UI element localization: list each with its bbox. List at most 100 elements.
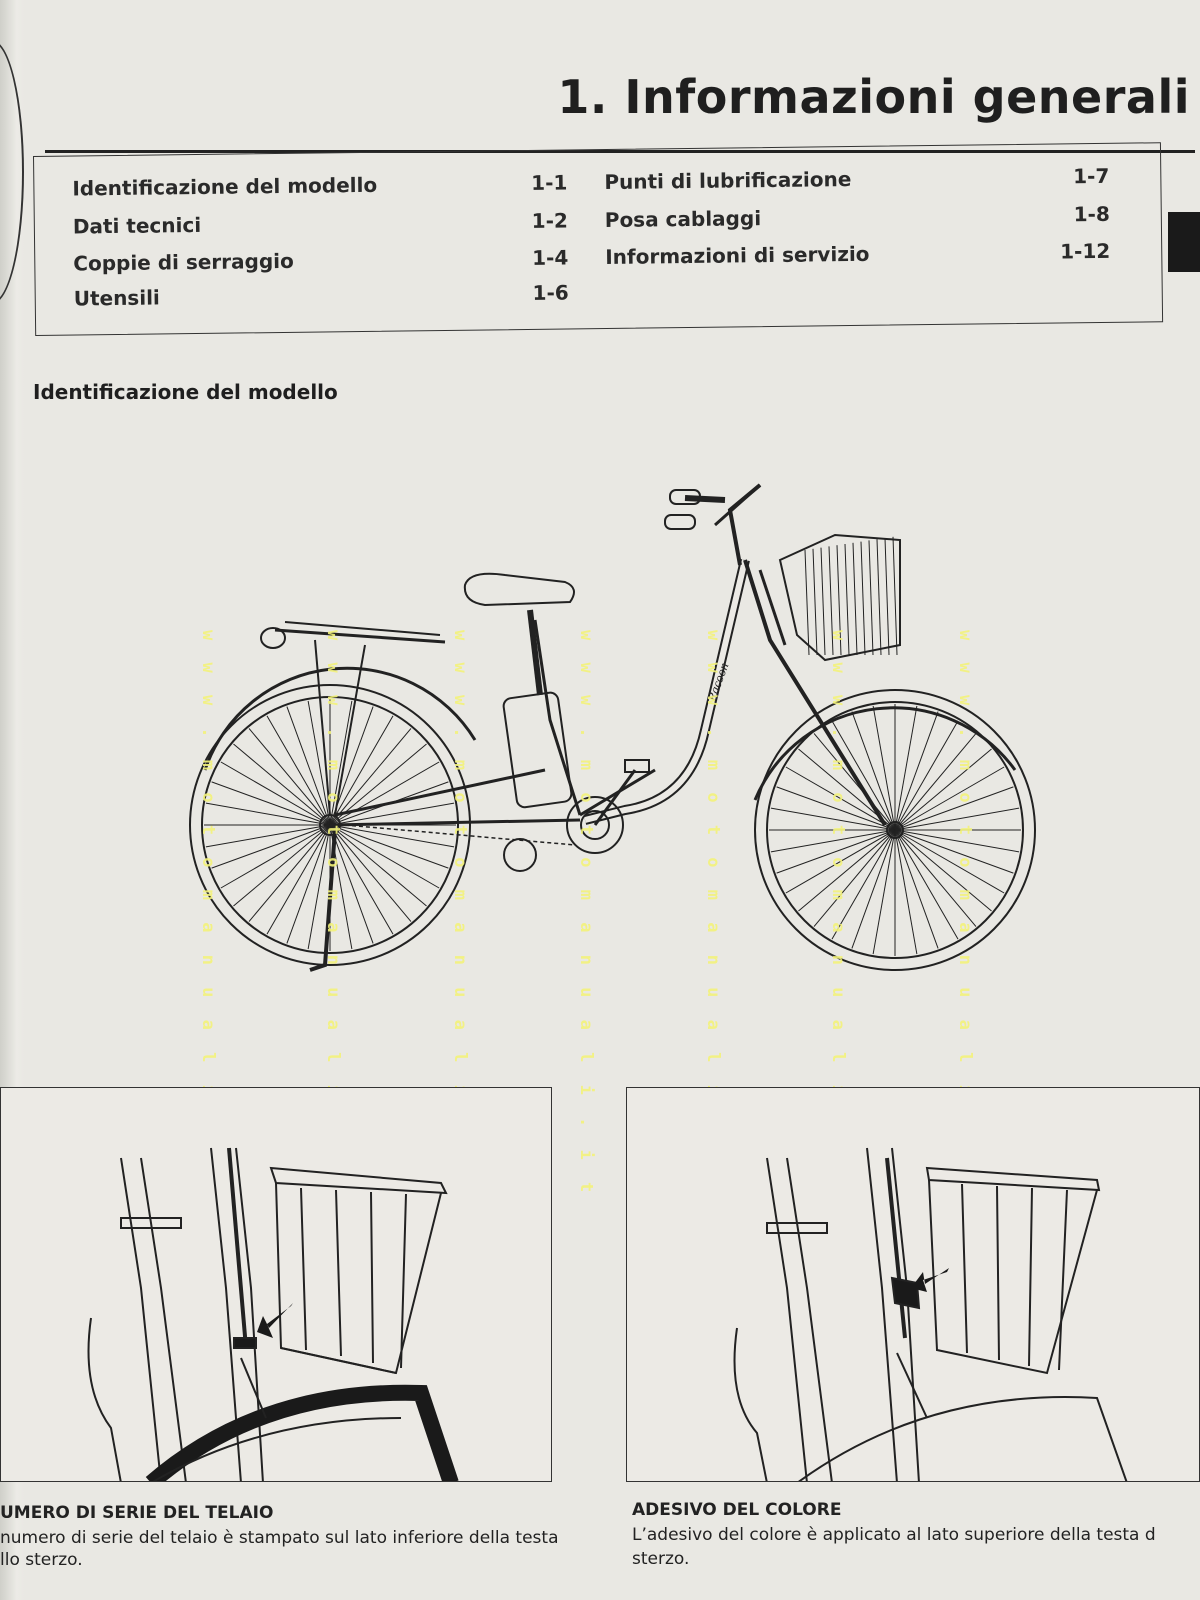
toc-page: 1-12 — [1060, 238, 1111, 264]
wheel-spoke — [894, 720, 959, 831]
watermark: w w w . m o t o m a n u a l i . i t — [703, 630, 723, 1199]
wheel-spoke — [894, 829, 918, 955]
wheel-spoke — [329, 824, 374, 944]
wheel-spoke — [894, 786, 1014, 831]
wheel-spoke — [894, 733, 977, 831]
color-sticker-illustration — [733, 1147, 1128, 1481]
serial-number-detail-panel — [0, 1087, 552, 1482]
toc-label: Informazioni di servizio — [605, 241, 870, 270]
wheel-spoke — [894, 829, 939, 949]
toc-label: Dati tecnici — [72, 212, 202, 239]
wheel-spoke — [894, 829, 1020, 853]
wheel-spoke — [329, 802, 455, 826]
wheel-spoke — [329, 824, 412, 922]
toc-page: 1-2 — [531, 208, 568, 233]
toc-label: Punti di lubrificazione — [604, 167, 852, 195]
basket-weave — [820, 547, 826, 656]
basket-weave — [860, 541, 866, 656]
wheel-spoke — [211, 781, 331, 826]
basket-weave — [868, 540, 874, 656]
wheel-spoke — [894, 766, 1005, 831]
basket-weave — [804, 549, 810, 656]
toc-page: 1-6 — [532, 280, 569, 305]
wheel-spoke — [894, 829, 959, 940]
wheel-spoke — [329, 761, 440, 826]
wheel-spoke — [248, 824, 331, 922]
watermark: w w w . m o t o m a n u a l i . i t — [955, 630, 975, 1199]
wheel-spoke — [831, 720, 896, 831]
watermark: w w w . m o t o m a n u a l i . i t — [323, 630, 343, 1199]
basket-weave — [892, 536, 898, 656]
wheel-spoke — [220, 824, 331, 889]
wheel-spoke — [266, 824, 331, 935]
wheel-spoke — [785, 766, 896, 831]
basket-weave — [876, 539, 882, 656]
watermark: w w w . m o t o m a n u a l i . i t — [828, 630, 848, 1199]
wheel-spoke — [329, 824, 427, 907]
toc-label: Identificazione del modello — [72, 172, 378, 201]
wheel-spoke — [329, 824, 449, 869]
wheel-spoke — [851, 829, 896, 949]
toc-item[interactable]: Informazioni di servizio 1-12 — [605, 239, 1110, 269]
toc-item[interactable]: Punti di lubrificazione 1-7 — [604, 164, 1109, 194]
wheel-spoke — [329, 824, 455, 848]
basket-weave — [844, 543, 850, 656]
wheel-spoke — [266, 715, 331, 826]
wheel-spoke — [248, 728, 331, 826]
wheel-spoke — [205, 824, 331, 848]
wheel-spoke — [894, 829, 992, 912]
wheel-spoke — [785, 829, 896, 894]
wheel-spoke — [894, 829, 977, 927]
wheel-spoke — [233, 743, 331, 826]
serial-number-caption-line: numero di serie del telaio è stampato su… — [0, 1528, 559, 1548]
watermark: w w w . m o t o m a n u a l i . i t — [450, 630, 470, 1199]
chapter-title: 1. Informazioni generali — [557, 70, 1190, 124]
wheel-spoke — [872, 829, 896, 955]
toc-item[interactable]: Posa cablaggi 1-8 — [605, 202, 1110, 232]
wheel-spoke — [813, 829, 896, 927]
wheel-spoke — [329, 700, 353, 826]
toc-item[interactable]: Identificazione del modello 1-1 — [72, 170, 567, 200]
toc-item[interactable]: Utensili 1-6 — [74, 280, 569, 310]
wheel-spoke — [894, 829, 1005, 894]
wheel-spoke — [329, 824, 394, 935]
serial-number-illustration — [87, 1147, 459, 1481]
basket-weave — [812, 548, 818, 656]
wheel-spoke — [798, 829, 896, 912]
color-sticker-caption-title: ADESIVO DEL COLORE — [632, 1500, 842, 1520]
wheel-spoke — [329, 715, 394, 826]
toc-item[interactable]: Coppie di serraggio 1-4 — [73, 245, 568, 275]
wheel-spoke — [770, 807, 896, 831]
wheel-spoke — [894, 829, 1014, 874]
wheel-spoke — [286, 824, 331, 944]
title-rule — [45, 150, 1195, 153]
toc-item[interactable]: Dati tecnici 1-2 — [73, 208, 568, 238]
color-sticker-detail-panel — [626, 1087, 1200, 1482]
wheel-spoke — [776, 829, 896, 874]
wheel-spoke — [894, 748, 992, 831]
wheel-spoke — [329, 824, 440, 889]
wheel-spoke — [307, 824, 331, 950]
toc-page: 1-7 — [1073, 163, 1110, 189]
wheel-spoke — [894, 711, 939, 831]
toc-label: Coppie di serraggio — [73, 248, 294, 276]
toc-label: Posa cablaggi — [604, 206, 762, 233]
basket-weave — [884, 537, 890, 656]
wheel-spoke — [851, 711, 896, 831]
basket-weave — [836, 545, 842, 656]
serial-number-caption-line: llo sterzo. — [0, 1550, 83, 1570]
wheel-spoke — [770, 829, 896, 853]
toc-page: 1-1 — [531, 170, 568, 195]
wheel-spoke — [205, 802, 331, 826]
basket-weave — [852, 542, 858, 656]
wheel-spoke — [894, 807, 1020, 831]
toc-page: 1-8 — [1073, 201, 1110, 227]
bicycle-illustration: Racoon — [189, 483, 1036, 972]
wheel-spoke — [220, 761, 331, 826]
wheel-spoke — [329, 728, 412, 826]
serial-number-caption-title: UMERO DI SERIE DEL TELAIO — [0, 1503, 274, 1523]
wheel-spoke — [894, 705, 918, 831]
wheel-spoke — [776, 786, 896, 831]
wheel-spoke — [307, 700, 331, 826]
wheel-spoke — [872, 705, 896, 831]
